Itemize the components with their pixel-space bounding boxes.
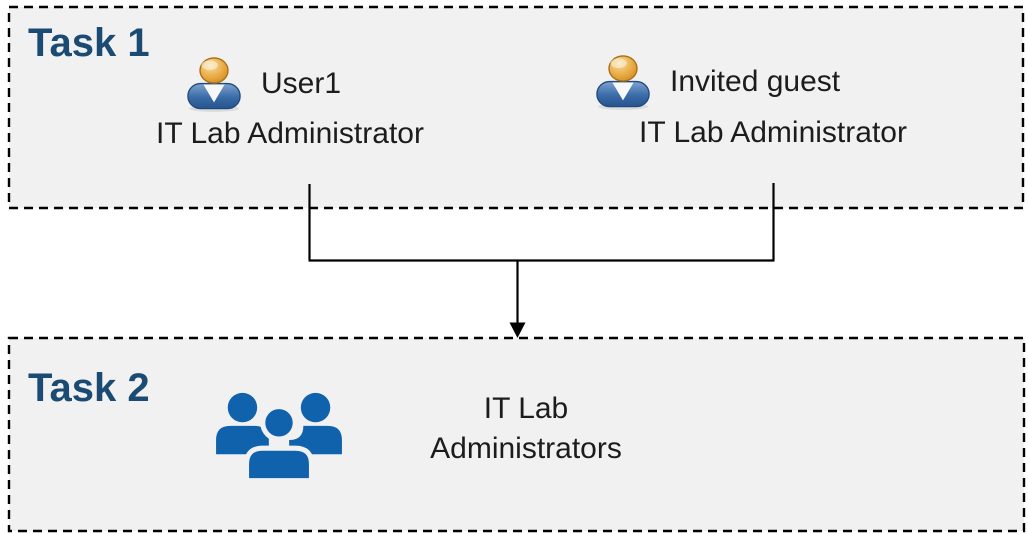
invited-guest-role: IT Lab Administrator xyxy=(639,116,907,149)
user-card-invited-guest: Invited guest xyxy=(592,53,840,111)
task2-box xyxy=(7,336,1026,533)
group-name: IT Lab Administrators xyxy=(395,389,657,469)
group-front-body xyxy=(243,445,315,483)
task1-box xyxy=(7,5,1025,210)
invited-guest-name: Invited guest xyxy=(670,65,841,98)
group-name-line2: Administrators xyxy=(430,432,622,465)
group-back-left-head xyxy=(227,392,258,423)
user-card-user1: User1 xyxy=(183,55,341,113)
group-back-right-head xyxy=(300,392,331,423)
merge-connector xyxy=(308,183,775,326)
task1-label: Task 1 xyxy=(28,21,150,65)
task2-label: Task 2 xyxy=(28,366,150,410)
people-group-icon xyxy=(216,392,342,483)
arrow-down-icon xyxy=(509,322,526,338)
group-name-line1: IT Lab xyxy=(483,392,569,425)
user1-name: User1 xyxy=(261,67,342,100)
person-icon xyxy=(596,55,650,110)
group-front-head xyxy=(260,404,298,442)
person-icon xyxy=(187,57,241,112)
user1-role: IT Lab Administrator xyxy=(156,117,424,150)
